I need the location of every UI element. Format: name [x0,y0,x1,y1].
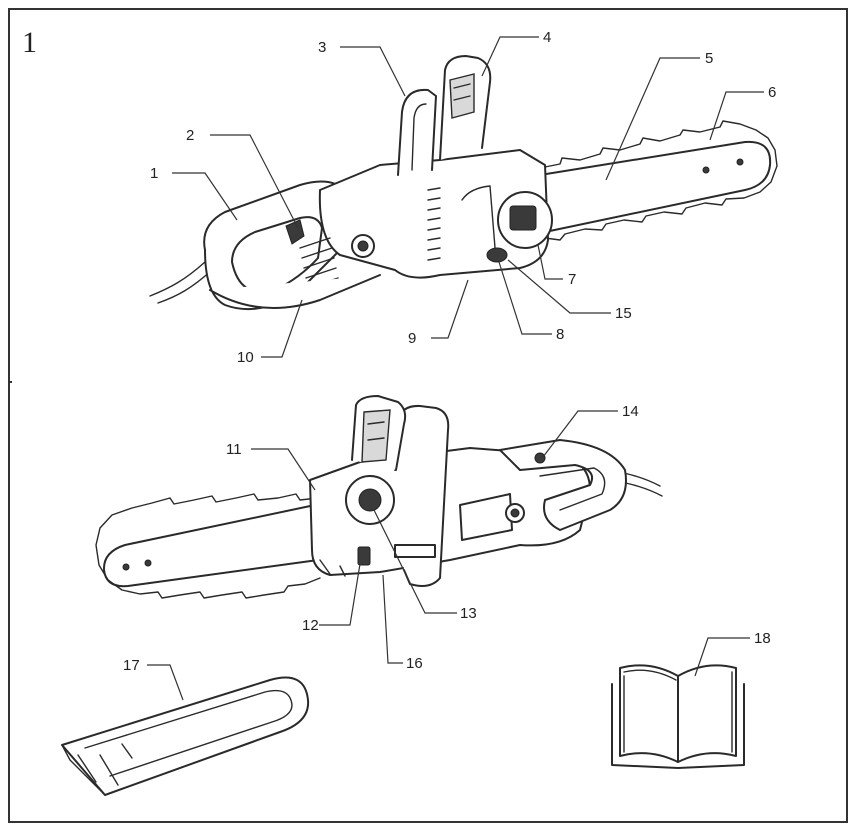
callout-4: 4 [543,29,551,46]
callout-6: 6 [768,84,776,101]
callout-11: 11 [226,441,242,458]
guide-bar [539,140,772,233]
callout-7: 7 [568,271,576,288]
callout-17: 17 [123,657,140,674]
bar-cover [61,676,310,796]
callout-8: 8 [556,326,564,343]
instruction-manual [611,664,745,769]
front-handle [397,88,437,176]
callout-18: 18 [754,630,771,647]
guide-bar-2 [102,504,319,588]
figure-number: 1 [22,26,37,59]
callout-2: 2 [186,127,194,144]
leader-lines [147,36,764,701]
figure-frame [8,8,848,823]
callout-14: 14 [622,403,639,420]
chainsaw-left-view [95,395,663,599]
manual-left-page [619,664,679,763]
callout-10: 10 [237,349,254,366]
callout-12: 12 [302,617,319,634]
callout-labels: 1 2 3 4 5 6 7 8 9 10 11 12 13 14 15 16 1… [123,29,776,674]
callout-9: 9 [408,330,416,347]
manual-right-page [677,664,737,763]
motor-housing [318,149,549,279]
callout-15: 15 [615,305,632,322]
ventilation-slots [299,187,441,289]
saw-chain-2 [95,493,321,599]
lock-off-button [534,452,546,464]
callout-16: 16 [406,655,423,672]
oil-tank-cap [486,247,508,263]
callout-13: 13 [460,605,477,622]
callout-3: 3 [318,39,326,56]
callout-5: 5 [705,50,713,67]
saw-chain [539,120,778,241]
oil-window [357,546,371,566]
callout-1: 1 [150,165,158,182]
chain-tension-knob [509,205,537,231]
chainsaw-right-view [149,55,778,311]
rear-handle-2 [499,439,627,531]
